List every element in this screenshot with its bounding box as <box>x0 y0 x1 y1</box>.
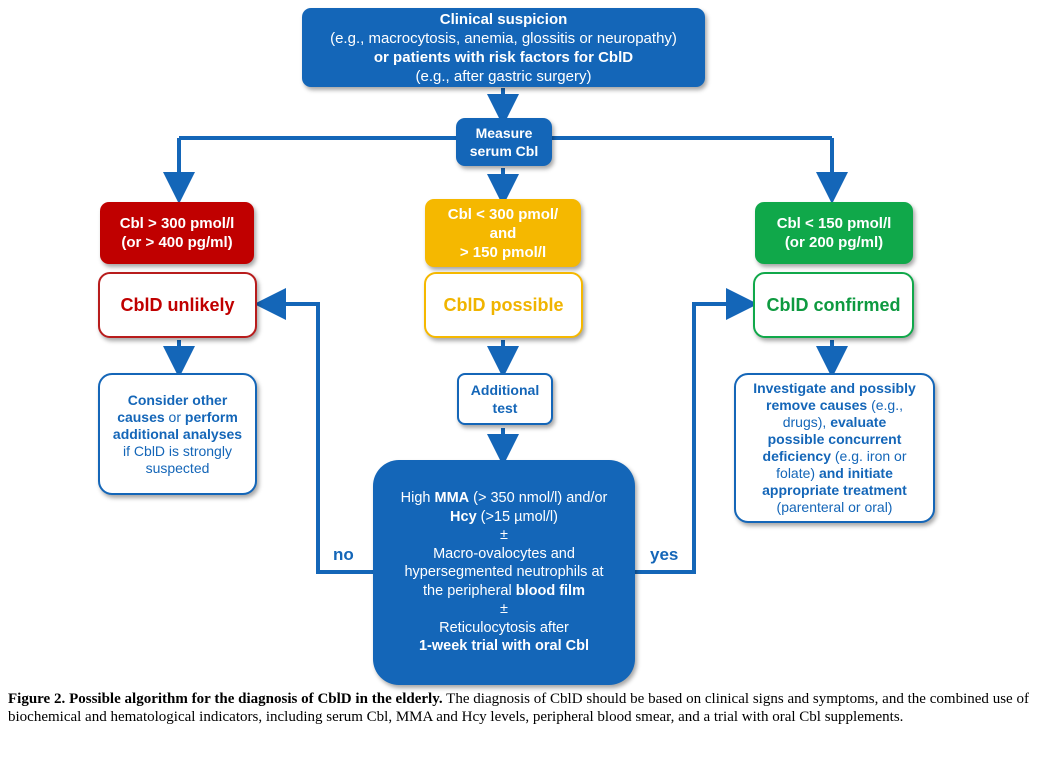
cbl-high-box: Cbl > 300 pmol/l (or > 400 pg/ml) <box>100 202 254 264</box>
additional-line1: Additional <box>470 382 540 398</box>
measure-line1: Measure <box>475 125 533 141</box>
criteria-line5: the peripheral blood film <box>423 582 585 599</box>
investigate-line1: Investigate and possibly <box>753 380 916 396</box>
investigate-line4: possible concurrent <box>767 431 902 447</box>
clinical-suspicion-box: Clinical suspicion (e.g., macrocytosis, … <box>302 8 705 87</box>
risk-factors-title: or patients with risk factors for CblD <box>373 48 634 66</box>
no-label: no <box>333 545 354 564</box>
cbld-possible-box: CblD possible <box>424 272 583 338</box>
investigate-line3: drugs), evaluate <box>782 414 887 430</box>
additional-line2: test <box>492 400 518 416</box>
criteria-line4: hypersegmented neutrophils at <box>404 564 604 581</box>
arrow-no-loop <box>254 288 376 574</box>
cbl-intermediate-box: Cbl < 300 pmol/ and > 150 pmol/l <box>425 199 581 267</box>
cbld-confirmed-label: CblD confirmed <box>766 294 901 315</box>
risk-factors-examples: (e.g., after gastric surgery) <box>415 67 592 85</box>
consider-line5: suspected <box>145 459 210 476</box>
connector-arrows <box>163 88 848 574</box>
criteria-plusminus-2: ± <box>500 601 508 618</box>
investigate-line5: deficiency (e.g. iron or <box>762 448 907 464</box>
cbl-intermediate-line1: Cbl < 300 pmol/ <box>447 205 559 223</box>
diagnostic-criteria-box: High MMA (> 350 nmol/l) and/or Hcy (>15 … <box>373 460 635 685</box>
caption-text: The diagnosis of CblD should be based on… <box>8 691 1029 725</box>
consider-line1: Consider other <box>127 391 228 408</box>
additional-test-box: Additional test <box>457 373 553 425</box>
consider-line2: causes or perform <box>117 408 238 425</box>
investigate-line7: appropriate treatment <box>762 482 907 498</box>
investigate-line6: folate) and initiate <box>776 465 893 481</box>
consider-other-causes-box: Consider other causes or perform additio… <box>98 373 257 495</box>
criteria-line2: Hcy (>15 µmol/l) <box>450 508 558 525</box>
figure-caption: Figure 2. Possible algorithm for the dia… <box>8 690 1029 726</box>
caption-title: Figure 2. Possible algorithm for the dia… <box>8 691 443 707</box>
cbl-high-line2: (or > 400 pg/ml) <box>121 234 233 251</box>
cbl-low-line1: Cbl < 150 pmol/l <box>776 215 892 232</box>
yes-label: yes <box>650 545 679 564</box>
arrow-yes-loop <box>634 288 758 574</box>
cbld-possible-label: CblD possible <box>443 294 564 315</box>
criteria-line1: High MMA (> 350 nmol/l) and/or <box>400 490 608 507</box>
criteria-line7: 1-week trial with oral Cbl <box>418 638 589 655</box>
consider-line3: additional analyses <box>112 425 243 442</box>
cbld-unlikely-label: CblD unlikely <box>120 294 235 315</box>
investigate-line2: remove causes (e.g., <box>766 397 903 413</box>
consider-line4: if CblD is strongly <box>123 442 232 459</box>
cbl-low-line2: (or 200 pg/ml) <box>784 234 884 251</box>
clinical-suspicion-title: Clinical suspicion <box>439 10 568 28</box>
investigate-causes-box: Investigate and possibly remove causes (… <box>734 373 935 523</box>
investigate-line8: (parenteral or oral) <box>776 499 893 515</box>
criteria-plusminus-1: ± <box>500 527 508 544</box>
measure-line2: serum Cbl <box>469 143 539 159</box>
clinical-suspicion-examples: (e.g., macrocytosis, anemia, glossitis o… <box>330 29 677 47</box>
cbld-confirmed-box: CblD confirmed <box>753 272 914 338</box>
cbl-low-box: Cbl < 150 pmol/l (or 200 pg/ml) <box>755 202 913 264</box>
cbld-unlikely-box: CblD unlikely <box>98 272 257 338</box>
measure-serum-cbl-box: Measure serum Cbl <box>456 118 552 166</box>
cbl-high-line1: Cbl > 300 pmol/l <box>119 215 235 232</box>
criteria-line6: Reticulocytosis after <box>439 619 569 636</box>
cbl-intermediate-line3: > 150 pmol/l <box>459 243 547 261</box>
cbl-intermediate-line2: and <box>489 224 517 242</box>
criteria-line3: Macro-ovalocytes and <box>433 545 575 562</box>
